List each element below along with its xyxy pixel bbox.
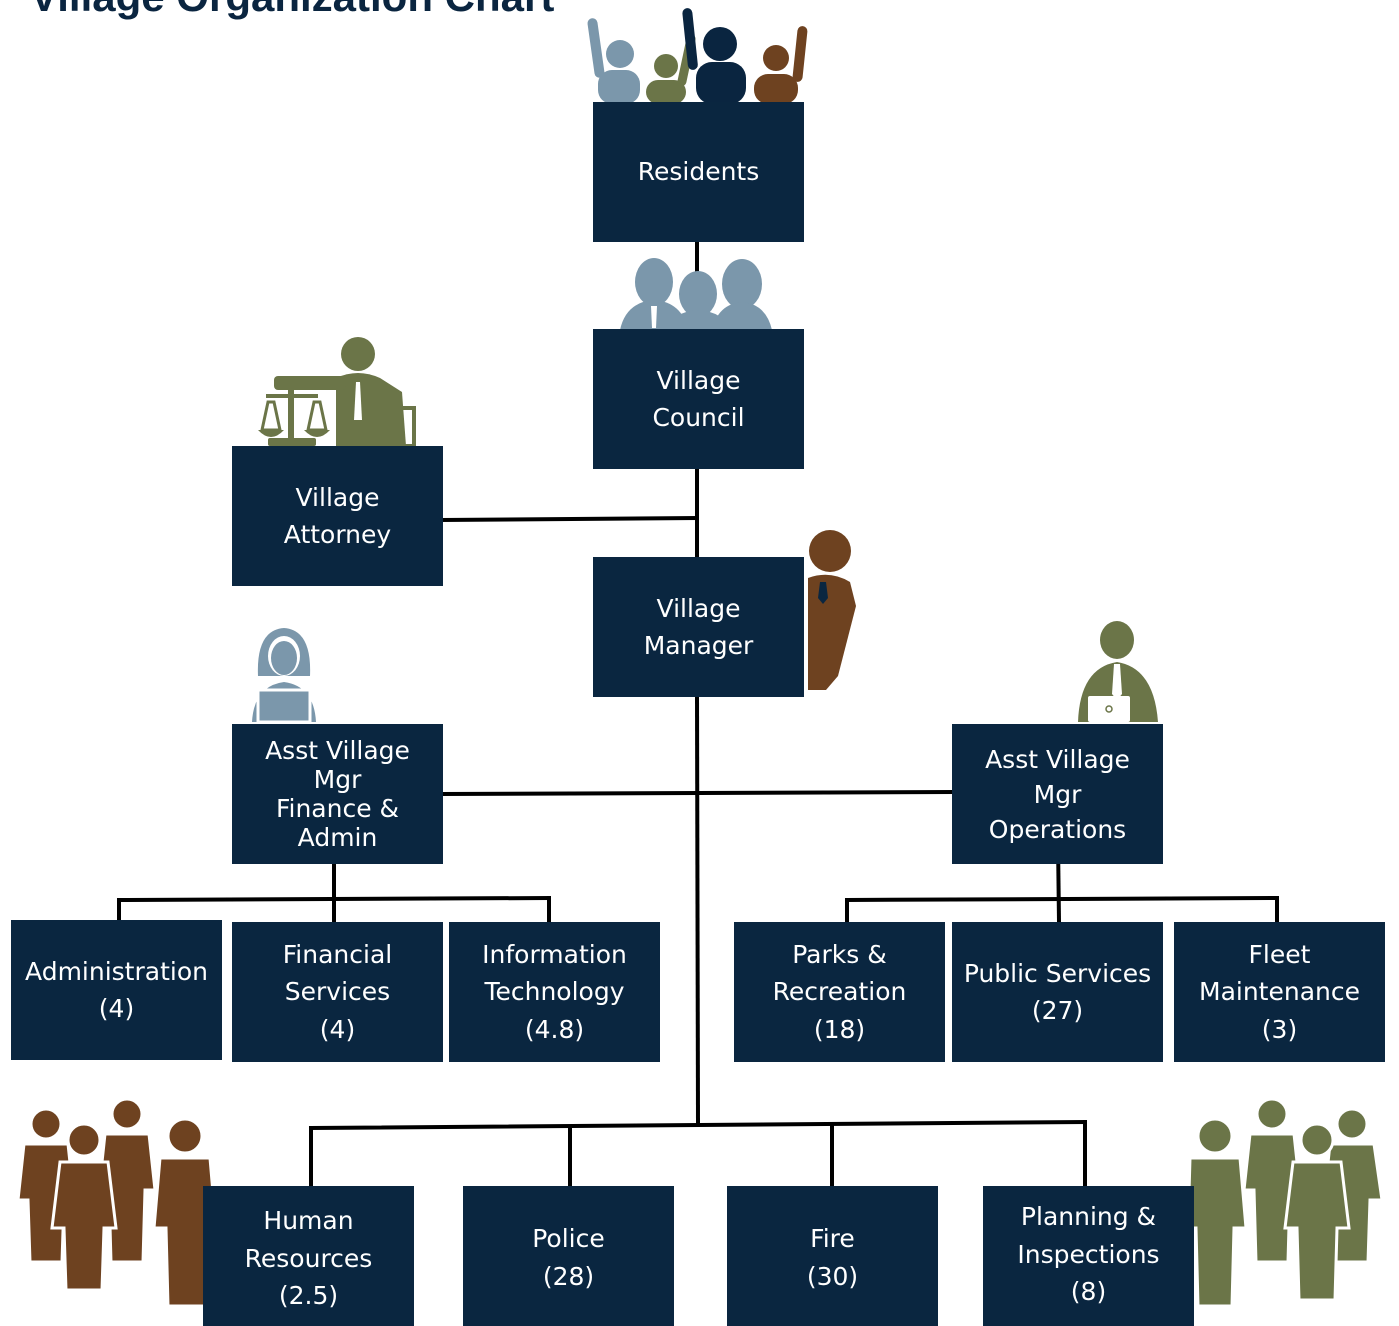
attorney-scales-icon bbox=[258, 337, 416, 448]
node-label: Police (28) bbox=[532, 1224, 605, 1291]
node-label: Fire (30) bbox=[806, 1224, 859, 1291]
node-administration: Administration (4) bbox=[11, 920, 222, 1060]
node-human-resources: Human Resources (2.5) bbox=[203, 1186, 414, 1326]
node-label: Human Resources (2.5) bbox=[244, 1206, 373, 1310]
node-label: Information Technology (4.8) bbox=[482, 939, 627, 1044]
node-residents: Residents bbox=[593, 102, 804, 242]
node-label: Fleet Maintenance (3) bbox=[1199, 939, 1360, 1044]
node-asst-mgr-operations: Asst Village Mgr Operations bbox=[952, 724, 1163, 864]
node-village-manager: Village Manager bbox=[593, 557, 804, 697]
chart-title: Village Organization Chart bbox=[30, 0, 554, 18]
staff-group-icon bbox=[16, 1097, 218, 1308]
connector-dept-bar bbox=[308, 1119, 1088, 1131]
node-label: Asst Village Mgr Operations bbox=[985, 744, 1130, 844]
node-label: Village Attorney bbox=[283, 482, 392, 550]
node-label: Administration (4) bbox=[25, 956, 208, 1024]
node-label: Parks & Recreation (18) bbox=[772, 939, 907, 1044]
node-police: Police (28) bbox=[463, 1186, 674, 1326]
manager-figure-icon bbox=[808, 530, 856, 690]
staff-group-icon bbox=[1186, 1097, 1384, 1308]
node-label: Asst Village Mgr Finance & Admin bbox=[265, 736, 410, 852]
connector-operations-bar bbox=[844, 895, 1280, 903]
council-members-icon bbox=[620, 258, 772, 330]
node-label: Public Services (27) bbox=[963, 958, 1152, 1026]
node-label: Village Council bbox=[652, 365, 745, 433]
connector-attorney bbox=[439, 515, 700, 523]
connector-manager-trunk bbox=[694, 693, 701, 1127]
node-financial-services: Financial Services (4) bbox=[232, 922, 443, 1062]
cheering-group-icon bbox=[587, 8, 808, 104]
connector-assistants bbox=[439, 789, 956, 797]
node-village-attorney: Village Attorney bbox=[232, 446, 443, 586]
man-laptop-icon bbox=[1078, 621, 1158, 722]
node-asst-mgr-finance-admin: Asst Village Mgr Finance & Admin bbox=[232, 724, 443, 864]
node-label: Financial Services (4) bbox=[282, 939, 393, 1044]
node-label: Village Manager bbox=[643, 593, 754, 661]
node-village-council: Village Council bbox=[593, 329, 804, 469]
connector-finance-bar bbox=[116, 895, 552, 903]
node-public-services: Public Services (27) bbox=[952, 922, 1163, 1062]
node-label: Planning & Inspections (8) bbox=[1017, 1202, 1160, 1306]
node-label: Residents bbox=[637, 157, 760, 187]
node-fire: Fire (30) bbox=[727, 1186, 938, 1326]
node-parks-recreation: Parks & Recreation (18) bbox=[734, 922, 945, 1062]
woman-laptop-icon bbox=[252, 628, 316, 724]
node-planning-inspections: Planning & Inspections (8) bbox=[983, 1186, 1194, 1326]
node-fleet-maintenance: Fleet Maintenance (3) bbox=[1174, 922, 1385, 1062]
node-information-technology: Information Technology (4.8) bbox=[449, 922, 660, 1062]
